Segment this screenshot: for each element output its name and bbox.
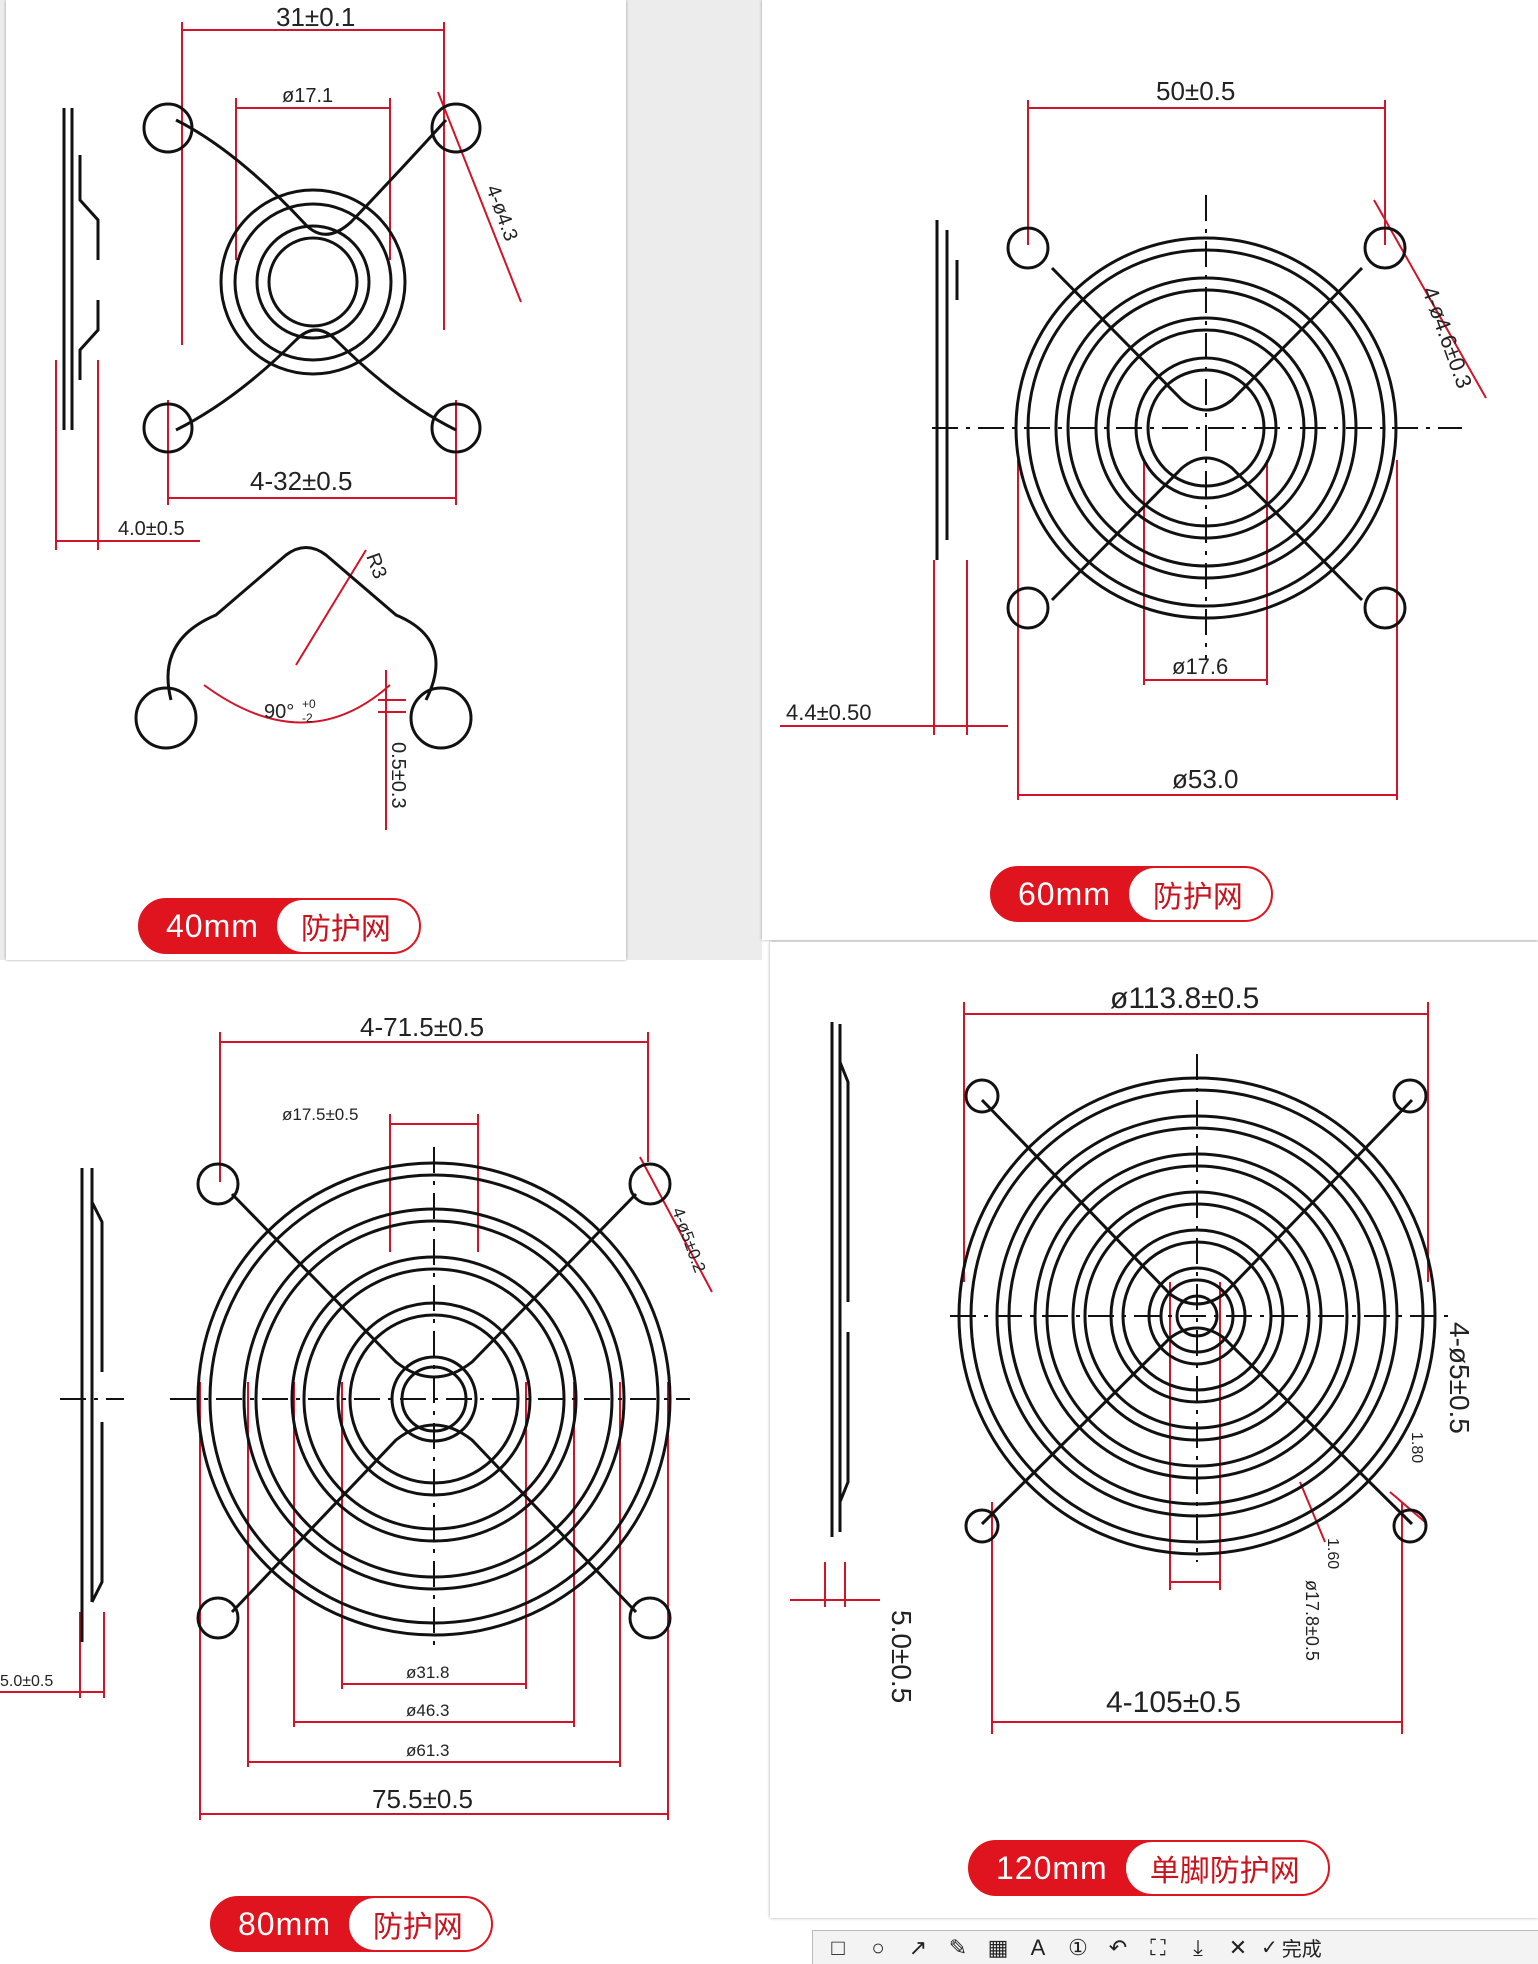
badge-size: 40mm xyxy=(166,907,259,944)
svg-text:ø46.3: ø46.3 xyxy=(406,1701,449,1720)
panel-60mm: 50±0.5 4-ø4.6±0.3 ø17.6 ø53.0 4.4±0.50 6… xyxy=(762,0,1538,940)
svg-text:31±0.1: 31±0.1 xyxy=(276,2,355,32)
svg-text:4-105±0.5: 4-105±0.5 xyxy=(1106,1686,1241,1719)
badge-size: 60mm xyxy=(1018,875,1111,912)
gutter-middle xyxy=(626,0,762,960)
done-button[interactable]: ✓ 完成 xyxy=(1261,1933,1322,1962)
svg-text:5.0±0.5: 5.0±0.5 xyxy=(886,1610,917,1703)
number-tool-icon[interactable]: ① xyxy=(1068,1934,1088,1960)
badge-kind: 防护网 xyxy=(1128,868,1271,920)
svg-text:4-ø4.6±0.3: 4-ø4.6±0.3 xyxy=(1417,283,1477,391)
svg-text:4.0±0.5: 4.0±0.5 xyxy=(118,518,185,540)
svg-text:ø17.1: ø17.1 xyxy=(282,85,333,107)
rectangle-tool-icon[interactable]: □ xyxy=(831,1934,845,1960)
text-tool-icon[interactable]: A xyxy=(1030,1934,1046,1960)
badge-size: 120mm xyxy=(996,1849,1108,1886)
svg-text:4.4±0.50: 4.4±0.50 xyxy=(786,700,871,725)
ellipse-tool-icon[interactable]: ○ xyxy=(871,1934,885,1960)
badge-40mm: 40mm 防护网 xyxy=(138,898,421,954)
svg-text:ø17.8±0.5: ø17.8±0.5 xyxy=(1302,1580,1322,1661)
svg-text:ø31.8: ø31.8 xyxy=(406,1663,449,1682)
svg-text:ø53.0: ø53.0 xyxy=(1172,764,1239,794)
badge-kind: 单脚防护网 xyxy=(1125,1842,1328,1894)
ocr-icon[interactable]: ⛶ xyxy=(1150,1934,1166,1960)
cancel-icon[interactable]: ✕ xyxy=(1228,1934,1248,1960)
svg-text:50±0.5: 50±0.5 xyxy=(1156,76,1235,106)
svg-text:75.5±0.5: 75.5±0.5 xyxy=(372,1784,473,1814)
svg-text:ø113.8±0.5: ø113.8±0.5 xyxy=(1110,982,1259,1015)
panel-40mm: 31±0.1 ø17.1 4-ø4.3 4-32±0.5 4.0±0.5 R3 … xyxy=(6,0,626,960)
badge-120mm: 120mm 单脚防护网 xyxy=(968,1840,1330,1896)
svg-text:R3: R3 xyxy=(361,550,390,582)
svg-text:4-ø5±0.2: 4-ø5±0.2 xyxy=(668,1205,709,1275)
arrow-tool-icon[interactable]: ↗ xyxy=(908,1934,928,1960)
svg-text:1.60: 1.60 xyxy=(1324,1538,1341,1569)
mosaic-tool-icon[interactable]: ▦ xyxy=(987,1934,1009,1960)
drawing-60mm: 50±0.5 4-ø4.6±0.3 ø17.6 ø53.0 4.4±0.50 xyxy=(780,76,1487,800)
svg-text:90°: 90° xyxy=(264,701,294,723)
svg-text:-2: -2 xyxy=(302,711,313,725)
undo-icon[interactable]: ↶ xyxy=(1108,1934,1128,1960)
svg-text:1.80: 1.80 xyxy=(1408,1432,1425,1463)
drawing-40mm: 31±0.1 ø17.1 4-ø4.3 4-32±0.5 4.0±0.5 R3 … xyxy=(55,2,522,830)
pen-tool-icon[interactable]: ✎ xyxy=(948,1934,968,1960)
svg-text:4-ø5±0.5: 4-ø5±0.5 xyxy=(1444,1322,1475,1434)
badge-kind: 防护网 xyxy=(276,900,419,952)
panel-80mm: 4-71.5±0.5 ø17.5±0.5 4-ø5±0.2 ø31.8 ø46.… xyxy=(0,962,770,1964)
badge-60mm: 60mm 防护网 xyxy=(990,866,1273,922)
download-icon[interactable]: ⤓ xyxy=(1193,1934,1203,1960)
gutter-left xyxy=(0,0,6,960)
badge-size: 80mm xyxy=(238,1905,331,1942)
drawing-80mm: 4-71.5±0.5 ø17.5±0.5 4-ø5±0.2 ø31.8 ø46.… xyxy=(0,1012,713,1820)
badge-kind: 防护网 xyxy=(348,1898,491,1950)
svg-text:4-32±0.5: 4-32±0.5 xyxy=(250,466,352,496)
done-label: 完成 xyxy=(1281,1939,1322,1961)
check-icon: ✓ xyxy=(1261,1937,1278,1959)
screenshot-toolbar: □ ○ ↗ ✎ ▦ A ① ↶ ⛶ ⤓ ✕ ✓ 完成 xyxy=(812,1930,1538,1964)
svg-text:0.5±0.3: 0.5±0.3 xyxy=(387,742,409,809)
svg-text:ø17.6: ø17.6 xyxy=(1172,654,1228,679)
svg-text:5.0±0.5: 5.0±0.5 xyxy=(0,1673,53,1690)
svg-text:ø17.5±0.5: ø17.5±0.5 xyxy=(282,1105,358,1124)
svg-text:+0: +0 xyxy=(302,697,316,711)
panel-120mm: ø113.8±0.5 4-ø5±0.5 1.80 1.60 ø17.8±0.5 … xyxy=(770,942,1538,1918)
drawing-120mm: ø113.8±0.5 4-ø5±0.5 1.80 1.60 ø17.8±0.5 … xyxy=(790,982,1475,1734)
svg-text:ø61.3: ø61.3 xyxy=(406,1741,449,1760)
svg-text:4-ø4.3: 4-ø4.3 xyxy=(481,182,521,244)
svg-text:4-71.5±0.5: 4-71.5±0.5 xyxy=(360,1012,484,1042)
badge-80mm: 80mm 防护网 xyxy=(210,1896,493,1952)
